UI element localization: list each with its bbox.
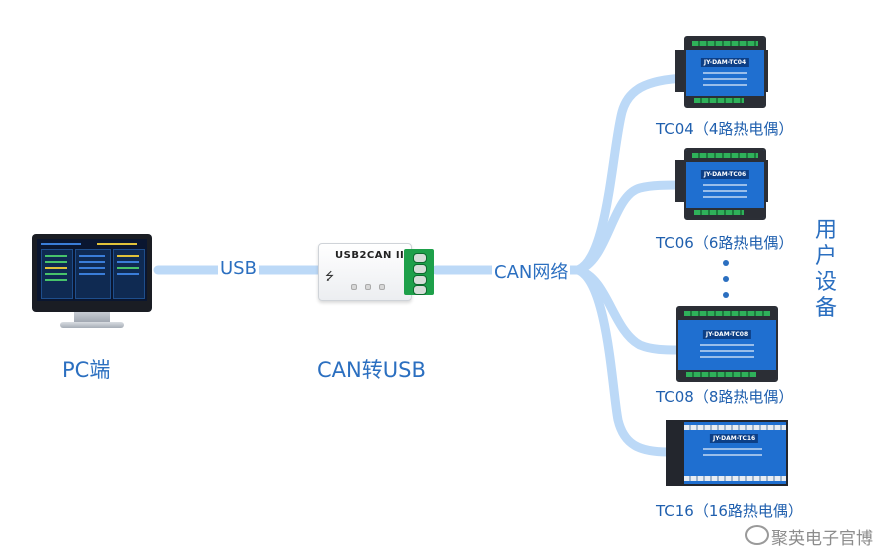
monitor-screen — [37, 239, 147, 301]
converter-label: CAN转USB — [317, 358, 426, 382]
watermark: 聚英电子官博 — [745, 524, 873, 549]
din-ear — [675, 50, 685, 92]
branch-tc04 — [573, 73, 690, 275]
led-icon — [379, 284, 385, 290]
module-tc16-model: JY-DAM-TC16 — [709, 434, 759, 443]
module-tc06-model: JY-DAM-TC06 — [700, 170, 750, 179]
device-label-tc06: TC06（6路热电偶） — [656, 234, 794, 252]
terminal-block — [404, 249, 434, 295]
pc-label: PC端 — [62, 358, 111, 382]
branch-tc16 — [573, 265, 673, 457]
usb-icon: ⭍ — [325, 270, 335, 283]
branch-tc06 — [573, 180, 690, 275]
module-tc16: JY-DAM-TC16 — [666, 420, 788, 486]
usb2can-converter: USB2CAN II ⭍ — [318, 243, 412, 301]
module-tc08: JY-DAM-TC08 — [676, 306, 778, 382]
device-label-tc04: TC04（4路热电偶） — [656, 120, 794, 138]
module-tc06: JY-DAM-TC06 — [684, 148, 766, 220]
user-devices-label: 用 户 设 备 — [814, 218, 837, 321]
ellipsis-dot — [723, 292, 729, 298]
led-icon — [365, 284, 371, 290]
weibo-icon — [745, 525, 769, 545]
ellipsis-dot — [723, 276, 729, 282]
module-tc08-model: JY-DAM-TC08 — [702, 330, 752, 339]
module-tc04-model: JY-DAM-TC04 — [700, 58, 750, 67]
watermark-text: 聚英电子官博 — [771, 529, 873, 549]
monitor-base — [60, 322, 124, 328]
ellipsis-dot — [723, 260, 729, 266]
led-icon — [351, 284, 357, 290]
device-label-tc16: TC16（16路热电偶） — [656, 502, 803, 520]
pc-monitor — [32, 234, 152, 312]
module-tc04: JY-DAM-TC04 — [684, 36, 766, 108]
converter-title: USB2CAN II — [335, 250, 405, 261]
monitor-stand — [74, 312, 110, 324]
branch-tc08 — [573, 265, 685, 355]
can-network-label: CAN网络 — [492, 258, 571, 284]
device-label-tc08: TC08（8路热电偶） — [656, 388, 794, 406]
din-ear — [675, 160, 685, 202]
usb-label: USB — [218, 258, 259, 279]
